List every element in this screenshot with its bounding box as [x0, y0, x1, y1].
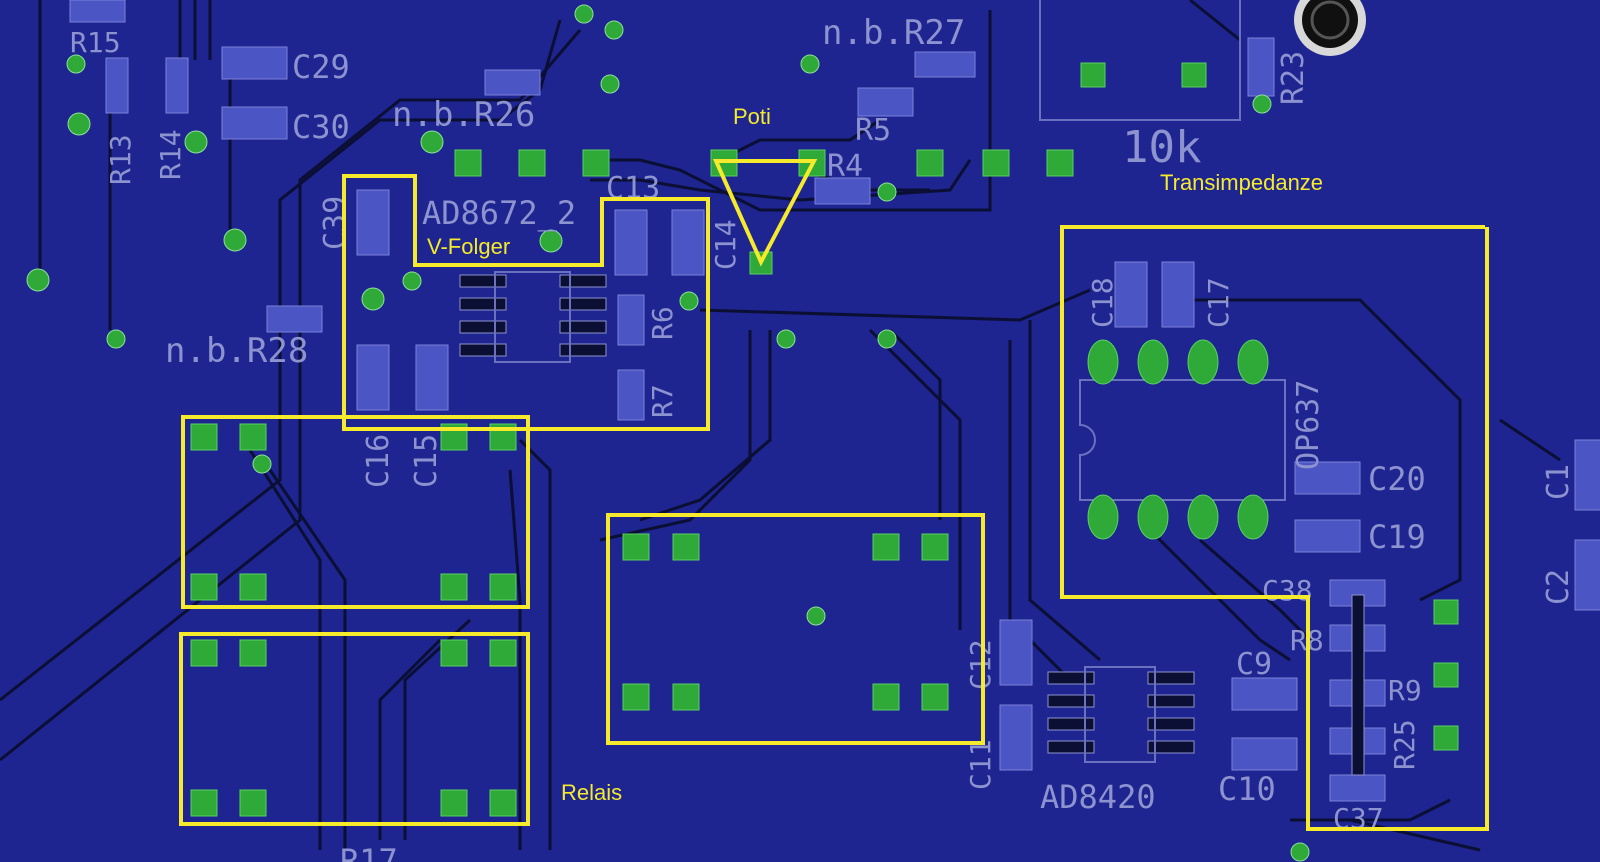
label-c19: C19	[1368, 518, 1426, 556]
label-c17: C17	[1202, 277, 1235, 328]
relais-outline-3	[606, 513, 985, 745]
label-c29: C29	[292, 48, 350, 86]
highlight-outlines	[179, 159, 1489, 831]
label-c16: C16	[361, 434, 396, 488]
label-c30: C30	[292, 108, 350, 146]
label-c11: C11	[964, 739, 997, 790]
label-r15: R15	[70, 26, 121, 59]
label-c12: C12	[964, 639, 997, 690]
label-r23: R23	[1276, 51, 1311, 105]
label-pot-value: 10k	[1122, 122, 1201, 173]
label-c20: C20	[1368, 460, 1426, 498]
label-c10: C10	[1218, 770, 1276, 808]
label-r17: R17	[340, 842, 398, 862]
label-nb-r27: n.b.R27	[822, 13, 965, 53]
label-c1: C1	[1541, 464, 1576, 500]
label-c15: C15	[409, 434, 444, 488]
transimpedanze-outline	[1060, 225, 1489, 831]
label-ad8672: AD8672_2	[422, 194, 576, 232]
potentiometer-outline	[1039, 0, 1366, 121]
label-c18: C18	[1086, 277, 1119, 328]
relais-outline-1	[181, 415, 530, 609]
label-nb-r26: n.b.R26	[392, 95, 535, 135]
label-c14: C14	[709, 219, 742, 270]
poti-triangle	[712, 159, 818, 267]
silkscreen-labels: R15 R13 R14 C29 C30 n.b.R26 n.b.R27 n.b.…	[70, 13, 1576, 862]
label-r7: R7	[646, 384, 679, 418]
vias	[26, 4, 1310, 862]
label-r9: R9	[1388, 674, 1422, 707]
label-op637: OP637	[1291, 380, 1326, 470]
relais-outline-2	[179, 632, 530, 826]
label-c39: C39	[318, 196, 353, 250]
label-r25: R25	[1388, 719, 1421, 770]
label-c38: C38	[1262, 574, 1313, 607]
annotation-transimpedanze: Transimpedanze	[1160, 170, 1323, 195]
label-ad8420: AD8420	[1040, 778, 1156, 816]
label-c2: C2	[1541, 569, 1576, 605]
label-nb-r28: n.b.R28	[165, 331, 308, 371]
annotation-v-folger: V-Folger	[427, 234, 510, 259]
label-r14: R14	[154, 129, 187, 180]
v-folger-outline	[342, 174, 710, 431]
smd-components	[69, 0, 1600, 802]
tht-pads	[190, 62, 1459, 817]
label-r4: R4	[827, 149, 863, 184]
annotation-poti: Poti	[733, 104, 771, 129]
annotation-labels: Poti V-Folger Transimpedanze Relais	[427, 104, 1323, 805]
label-r13: R13	[104, 134, 137, 185]
annotation-relais: Relais	[561, 780, 622, 805]
label-r6: R6	[646, 306, 679, 340]
label-r5: R5	[855, 113, 891, 148]
label-c9: C9	[1236, 647, 1272, 682]
